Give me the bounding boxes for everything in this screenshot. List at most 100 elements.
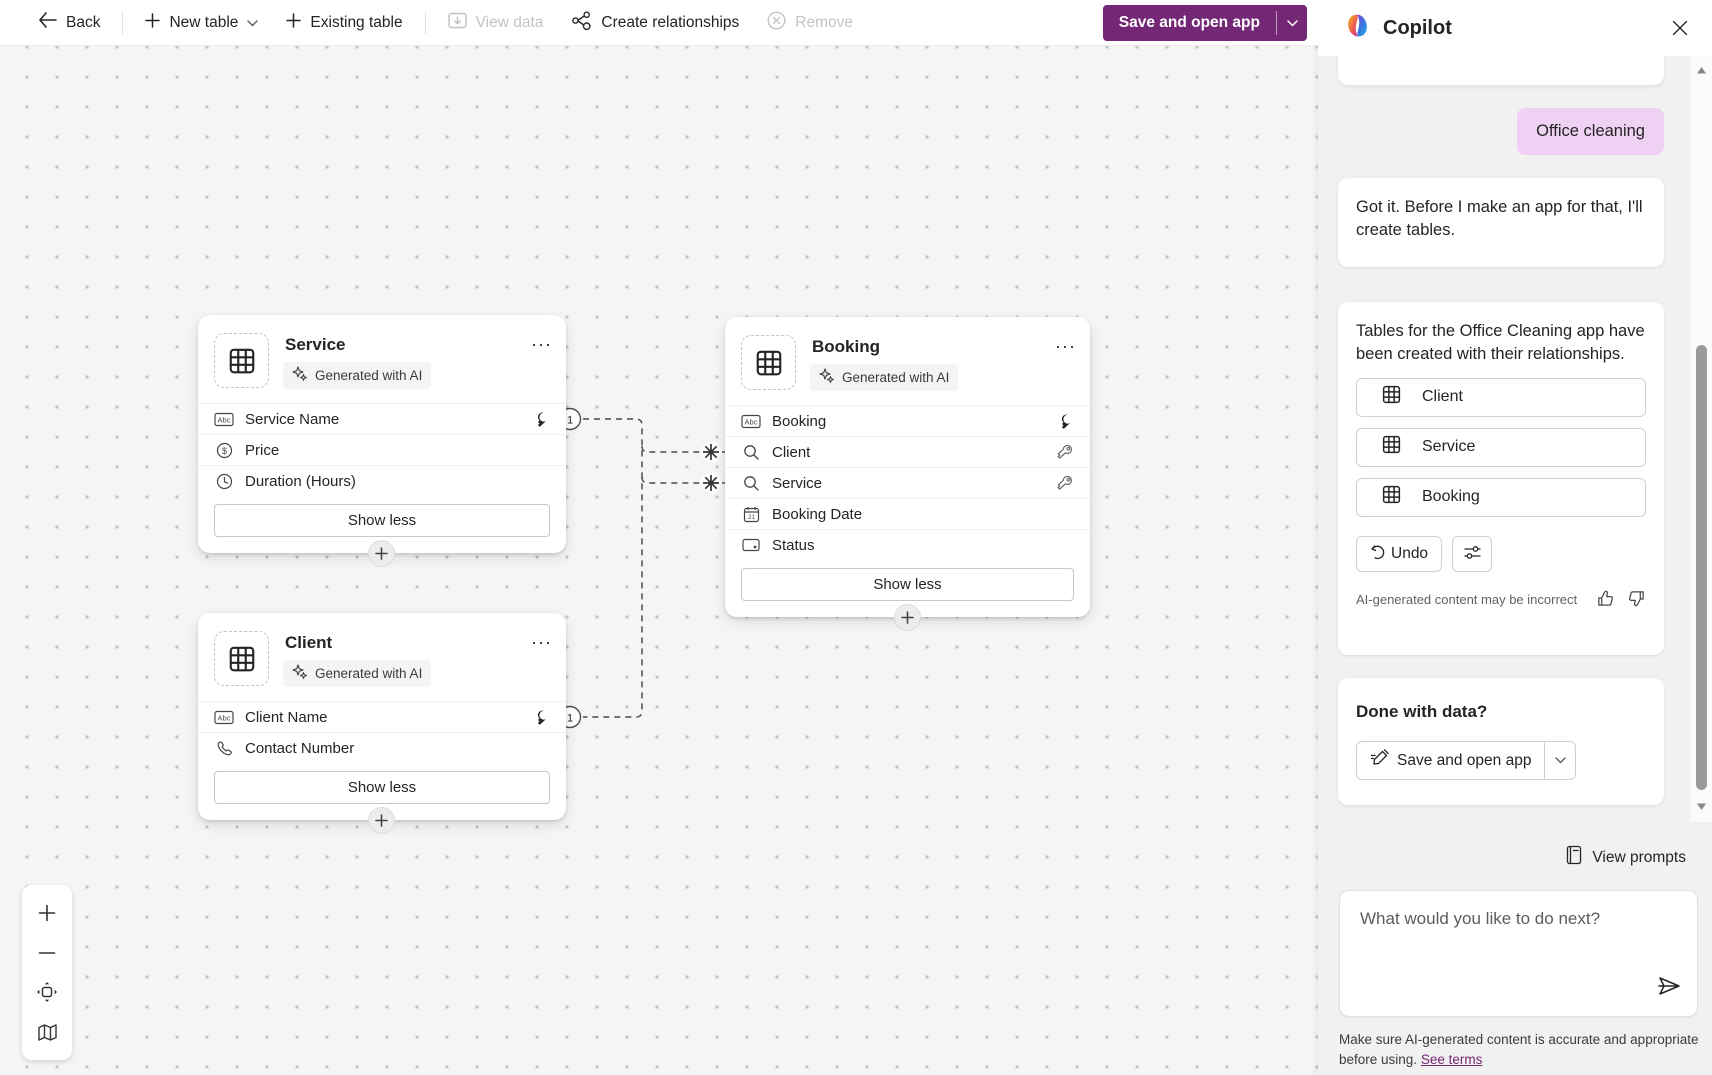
- new-table-button[interactable]: New table: [131, 5, 272, 41]
- add-field-button[interactable]: [894, 604, 921, 631]
- table-icon: [1381, 384, 1402, 410]
- tables-created-text: Tables for the Office Cleaning app have …: [1356, 322, 1645, 364]
- created-table-button-service[interactable]: Service: [1356, 427, 1646, 467]
- table-card-service[interactable]: Service Generated with AI ··· Abc Servic…: [198, 315, 566, 567]
- save-and-open-app-button[interactable]: Save and open app: [1103, 5, 1276, 41]
- adjust-options-button[interactable]: [1452, 535, 1493, 572]
- back-arrow-icon: [38, 12, 57, 33]
- more-options-button[interactable]: ···: [531, 632, 552, 652]
- chat-scrollbar-thumb[interactable]: [1696, 345, 1707, 790]
- table-icon: [741, 335, 796, 390]
- chevron-down-icon: [247, 14, 259, 32]
- done-with-data-title: Done with data?: [1356, 702, 1488, 721]
- svg-text:Abc: Abc: [745, 417, 758, 426]
- field-row[interactable]: Status: [725, 529, 1090, 560]
- scroll-up-arrow[interactable]: [1695, 64, 1708, 77]
- svg-text:$: $: [221, 446, 226, 456]
- fit-view-button[interactable]: [27, 974, 67, 1010]
- lookup-column-icon: [741, 444, 761, 461]
- view-data-icon: [447, 12, 467, 34]
- show-less-button[interactable]: Show less: [741, 568, 1074, 601]
- minimap-button[interactable]: [27, 1014, 67, 1050]
- lookup-key-icon: [1056, 474, 1074, 492]
- zoom-in-button[interactable]: [27, 895, 67, 931]
- relationship-connectors: 1 1: [546, 407, 727, 729]
- close-panel-button[interactable]: [1664, 12, 1696, 44]
- svg-text:1: 1: [567, 713, 573, 725]
- text-column-icon: Abc: [741, 414, 761, 429]
- copilot-logo-icon: [1344, 13, 1371, 43]
- field-row[interactable]: Abc Client Name: [198, 701, 566, 732]
- phone-column-icon: [214, 740, 234, 757]
- primary-key-icon: [533, 411, 550, 428]
- assistant-message: Got it. Before I make an app for that, I…: [1338, 178, 1664, 267]
- more-options-button[interactable]: ···: [1055, 336, 1076, 356]
- field-name: Booking: [772, 412, 827, 430]
- field-row[interactable]: $ Price: [198, 434, 566, 465]
- panel-save-and-open-app-button[interactable]: Save and open app: [1357, 742, 1544, 779]
- show-less-button[interactable]: Show less: [214, 771, 550, 804]
- field-name: Service Name: [245, 410, 340, 428]
- sliders-icon: [1463, 543, 1482, 565]
- split-button-divider: [1276, 11, 1277, 35]
- generated-with-ai-badge: Generated with AI: [283, 660, 432, 687]
- text-column-icon: Abc: [214, 412, 234, 427]
- save-and-open-app-dropdown[interactable]: [1277, 5, 1307, 41]
- undo-button[interactable]: Undo: [1356, 535, 1443, 572]
- field-row[interactable]: Abc Service Name: [198, 403, 566, 434]
- view-prompts-button[interactable]: View prompts: [1565, 845, 1686, 870]
- top-toolbar: Back New table Existing table View data …: [0, 0, 1318, 46]
- field-list: Abc Client Name Contact Number: [198, 701, 566, 763]
- zoom-out-button[interactable]: [27, 935, 67, 971]
- table-name: Booking: [812, 337, 880, 356]
- undo-icon: [1370, 543, 1387, 565]
- thumbs-down-button[interactable]: [1627, 589, 1646, 611]
- canvas-zoom-controls: [22, 885, 72, 1060]
- field-row[interactable]: Contact Number: [198, 732, 566, 763]
- back-button[interactable]: Back: [24, 5, 114, 41]
- lookup-key-icon: [1056, 443, 1074, 461]
- field-name: Client Name: [245, 708, 328, 726]
- field-row[interactable]: Abc Booking: [725, 405, 1090, 436]
- table-name: Service: [285, 335, 346, 354]
- sparkle-icon: [819, 368, 835, 387]
- field-row[interactable]: Client: [725, 436, 1090, 467]
- relationships-icon: [571, 10, 592, 36]
- assistant-message-tables-created: Tables for the Office Cleaning app have …: [1338, 302, 1664, 655]
- field-row[interactable]: 21 Booking Date: [725, 498, 1090, 529]
- user-message-chip: Office cleaning: [1517, 108, 1664, 155]
- send-button[interactable]: [1656, 974, 1682, 1001]
- table-icon: [1381, 484, 1402, 510]
- previous-message-card-partial: [1338, 52, 1664, 85]
- create-relationships-button[interactable]: Create relationships: [557, 5, 753, 41]
- remove-button[interactable]: Remove: [753, 5, 867, 41]
- view-data-button[interactable]: View data: [434, 5, 558, 41]
- see-terms-link[interactable]: See terms: [1420, 1051, 1483, 1067]
- created-table-button-client[interactable]: Client: [1356, 377, 1646, 417]
- table-card-booking[interactable]: Booking Generated with AI ··· Abc Bookin…: [725, 317, 1090, 631]
- table-card-client[interactable]: Client Generated with AI ··· Abc Client …: [198, 613, 566, 834]
- table-designer-canvas[interactable]: 1 1 Service Generated with: [0, 46, 1318, 1075]
- field-row[interactable]: Duration (Hours): [198, 465, 566, 496]
- show-less-button[interactable]: Show less: [214, 504, 550, 537]
- add-field-button[interactable]: [368, 540, 395, 567]
- more-options-button[interactable]: ···: [531, 334, 552, 354]
- save-open-app-split: Save and open app: [1356, 741, 1577, 781]
- table-name: Client: [285, 633, 333, 652]
- field-name: Contact Number: [245, 739, 355, 757]
- add-field-button[interactable]: [368, 807, 395, 834]
- card-header: Booking Generated with AI ···: [725, 317, 1090, 401]
- field-row[interactable]: Service: [725, 467, 1090, 498]
- field-name: Booking Date: [772, 505, 863, 523]
- generated-with-ai-badge: Generated with AI: [810, 364, 959, 391]
- created-table-button-booking[interactable]: Booking: [1356, 477, 1646, 517]
- chat-input[interactable]: [1339, 890, 1698, 1017]
- chat-input-container: [1339, 890, 1698, 1017]
- many-connector-markers: [701, 442, 721, 493]
- field-name: Client: [772, 443, 811, 461]
- thumbs-up-button[interactable]: [1596, 589, 1615, 611]
- panel-save-dropdown[interactable]: [1544, 742, 1575, 780]
- svg-text:Abc: Abc: [218, 713, 231, 722]
- existing-table-button[interactable]: Existing table: [272, 5, 416, 41]
- scroll-down-arrow[interactable]: [1695, 800, 1708, 813]
